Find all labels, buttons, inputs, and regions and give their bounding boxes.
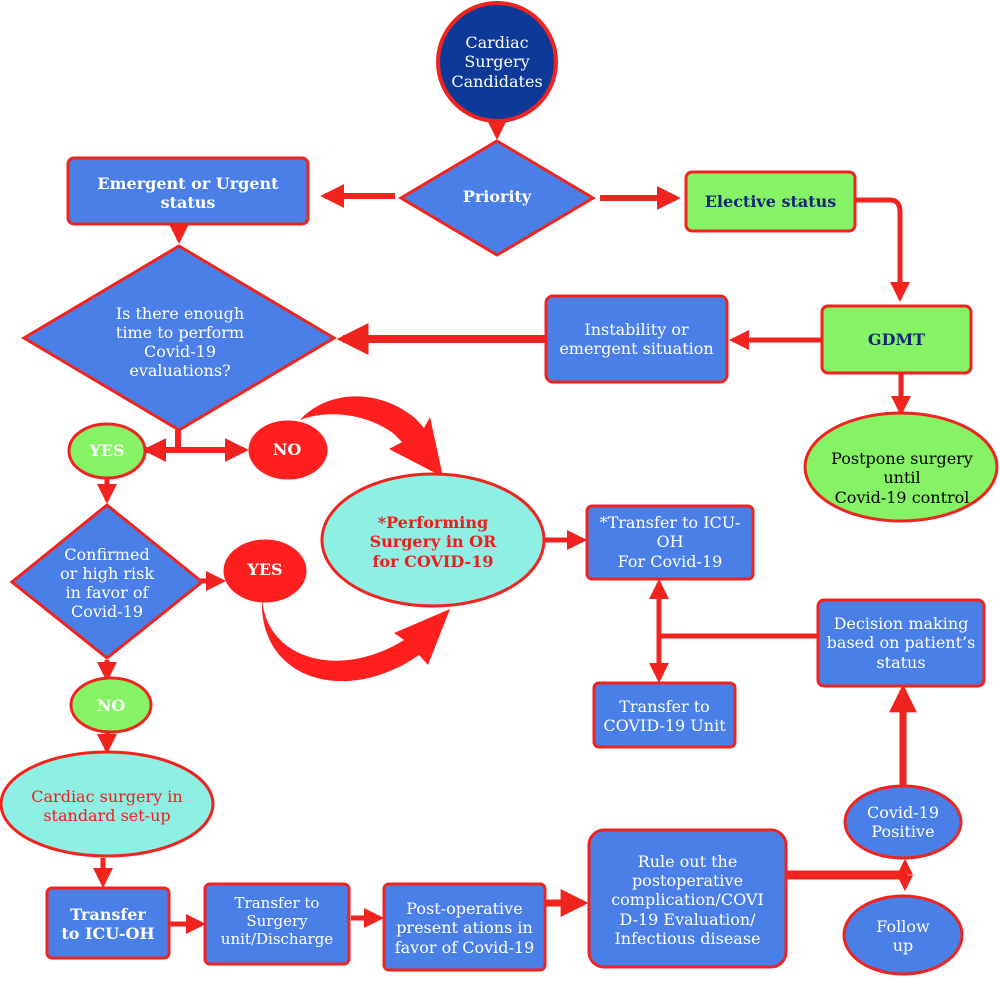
arrow-elective-to-gdmt [855, 197, 910, 302]
no2-ellipse [69, 676, 153, 734]
postop-box [382, 882, 547, 972]
confirmed-diamond [9, 503, 205, 660]
icu-oh-box [45, 886, 171, 960]
no1-ellipse [248, 420, 328, 480]
connectors [93, 119, 917, 934]
instability-box [544, 294, 729, 384]
transfer-icu-covid-box [585, 504, 755, 581]
no1-label: NO [272, 440, 302, 460]
gdmt-box [820, 304, 973, 375]
elective-box [684, 170, 857, 233]
covid-positive-ellipse [843, 784, 963, 860]
timecheck-diamond [21, 244, 337, 432]
yes2-ellipse [223, 539, 307, 603]
curved-arrows [261, 396, 450, 682]
no2-label: NO [96, 696, 126, 716]
postpone-ellipse [803, 411, 999, 523]
curved-arrow-no1 [300, 396, 443, 477]
yes2-label: YES [247, 560, 283, 580]
yes1-label: YES [89, 441, 125, 461]
covid-unit-box [592, 681, 737, 749]
emergent-box [66, 156, 310, 226]
performing-ellipse [320, 472, 546, 608]
curved-arrow-yes2 [261, 598, 450, 682]
surgery-unit-box [203, 882, 351, 966]
priority-diamond [398, 139, 596, 257]
ruleout-box [587, 828, 788, 969]
standard-ellipse [0, 750, 215, 858]
start-node-shape [436, 1, 558, 123]
priority-label: Priority [462, 187, 532, 207]
elective-label: Elective status [704, 192, 837, 212]
gdmt-label: GDMT [867, 330, 926, 350]
yes1-ellipse [67, 422, 147, 480]
follow-up-ellipse [842, 894, 964, 976]
decision-box [816, 598, 986, 688]
